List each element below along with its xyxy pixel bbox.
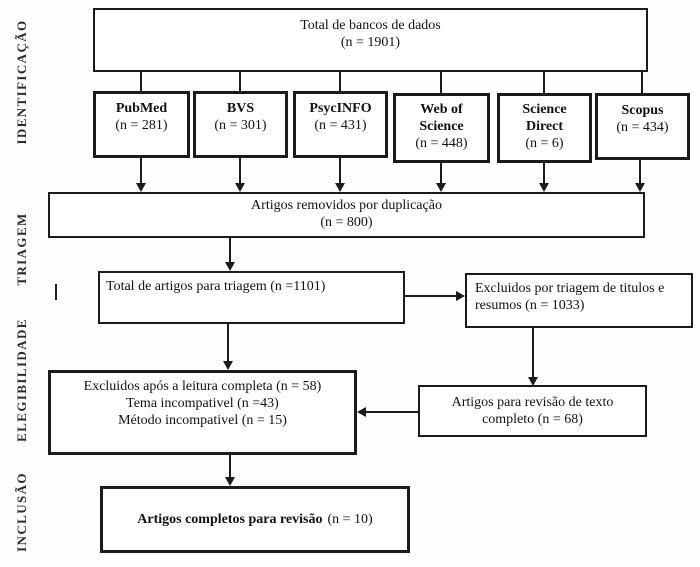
- arrowhead-down-icon: [436, 183, 446, 192]
- box-fulltext-review: Artigos para revisão de texto completo (…: [418, 385, 647, 437]
- connector-scopus-duplicates: [639, 159, 641, 184]
- box-title: Artigos removidos por duplicação: [251, 198, 442, 213]
- connector-duplicates-screening: [229, 238, 231, 263]
- arrowhead-down-icon: [235, 183, 245, 192]
- arrowhead-down-icon: [223, 361, 233, 370]
- connector-psycinfo-duplicates: [339, 157, 341, 184]
- database-count: (n = 301): [214, 118, 267, 134]
- stage-label-elegibilidade: ELEGIBILIDADE: [14, 318, 29, 442]
- connector-fulltext-excluded: [365, 411, 418, 413]
- database-name: BVS: [226, 101, 255, 116]
- box-text: Artigos para revisão de texto completo (…: [451, 395, 614, 428]
- box-scopus: Scopus (n = 434): [595, 93, 690, 160]
- connector-sciencedirect-duplicates: [543, 162, 545, 184]
- connector-total-scopus: [641, 70, 643, 94]
- database-name: PubMed: [115, 101, 168, 116]
- box-count: (n = 10): [327, 511, 373, 527]
- connector-total-psycinfo: [339, 70, 341, 92]
- connector-pubmed-duplicates: [140, 157, 142, 184]
- box-pubmed: PubMed (n = 281): [93, 91, 190, 158]
- database-name: Scopus: [621, 103, 664, 118]
- box-title: Total de bancos de dados: [300, 18, 441, 33]
- arrowhead-right-icon: [456, 291, 465, 301]
- stage-label-inclusao: INCLUSÃO: [14, 472, 29, 552]
- box-text: Excluidos por triagem de titulos e resum…: [475, 281, 665, 314]
- connector-bvs-duplicates: [239, 157, 241, 184]
- box-psycinfo: PsycINFO (n = 431): [293, 91, 388, 158]
- box-count: (n = 800): [320, 215, 373, 231]
- arrowhead-down-icon: [136, 183, 146, 192]
- excluded-line: Método incompativel (n = 15): [118, 413, 287, 429]
- box-web-of-science: Web of Science (n = 448): [393, 93, 490, 163]
- box-excluded-fulltext: Excluidos após a leitura completa (n = 5…: [48, 370, 357, 455]
- connector-screening-eligibility: [227, 324, 229, 362]
- database-count: (n = 431): [314, 118, 367, 134]
- connector-eligibility-included: [229, 455, 231, 479]
- connector-total-sciencedirect: [543, 70, 545, 94]
- database-name: Science Direct: [522, 102, 567, 135]
- box-screening-total: Total de artigos para triagem (n =1101): [98, 271, 405, 324]
- box-text: Total de artigos para triagem (n =1101): [106, 279, 326, 294]
- arrowhead-down-icon: [335, 183, 345, 192]
- excluded-line: Tema incompativel (n =43): [126, 396, 279, 412]
- box-science-direct: Science Direct (n = 6): [497, 93, 592, 163]
- arrowhead-down-icon: [539, 183, 549, 192]
- database-count: (n = 281): [115, 118, 168, 134]
- stray-mark: [55, 284, 57, 300]
- database-name: PsycINFO: [309, 101, 372, 116]
- connector-screening-excluded: [405, 295, 458, 297]
- connector-total-bvs: [239, 70, 241, 92]
- box-included: Artigos completos para revisão (n = 10): [100, 486, 410, 553]
- box-total-databases: Total de bancos de dados (n = 1901): [93, 8, 648, 72]
- arrowhead-down-icon: [528, 377, 538, 386]
- stage-label-triagem: TRIAGEM: [14, 212, 29, 286]
- connector-total-pubmed: [140, 70, 142, 92]
- stage-label-identificacao: IDENTIFICAÇÃO: [14, 19, 29, 145]
- box-excluded-screening: Excluidos por triagem de titulos e resum…: [465, 273, 693, 328]
- excluded-line: Excluidos após a leitura completa (n = 5…: [83, 379, 322, 394]
- database-count: (n = 434): [616, 120, 669, 136]
- database-count: (n = 448): [415, 136, 468, 152]
- arrowhead-down-icon: [635, 183, 645, 192]
- box-duplicates-removed: Artigos removidos por duplicação (n = 80…: [48, 192, 645, 238]
- box-title: Artigos completos para revisão: [137, 511, 323, 527]
- database-name: Web of Science: [419, 102, 464, 135]
- box-bvs: BVS (n = 301): [193, 91, 288, 158]
- connector-webofscience-duplicates: [440, 162, 442, 184]
- database-count: (n = 6): [525, 136, 564, 152]
- box-count: (n = 1901): [340, 35, 401, 51]
- connector-total-webofscience: [440, 70, 442, 94]
- arrowhead-down-icon: [225, 477, 235, 486]
- arrowhead-left-icon: [357, 407, 366, 417]
- connector-excluded-fulltext: [532, 328, 534, 378]
- arrowhead-down-icon: [225, 262, 235, 271]
